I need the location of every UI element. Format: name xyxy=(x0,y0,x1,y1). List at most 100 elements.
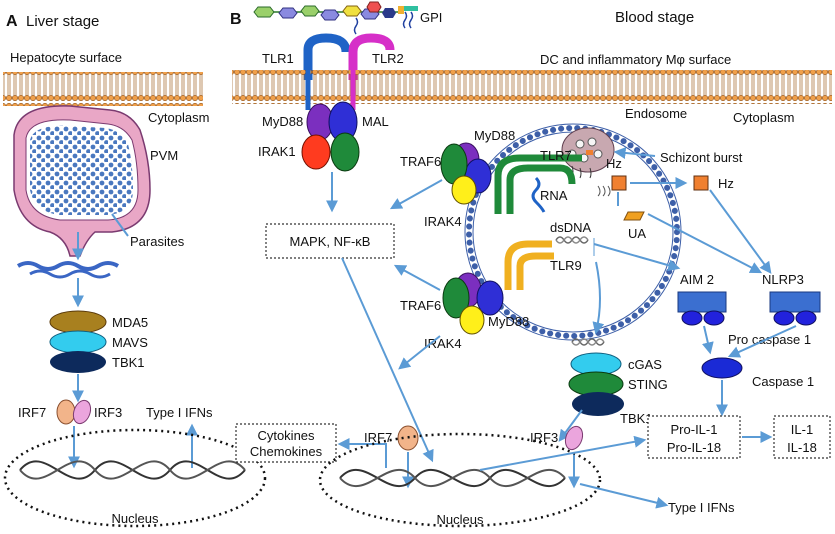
pvm-label: PVM xyxy=(150,148,178,163)
arrow-dsdna-to-aim2 xyxy=(593,243,681,272)
cytokines-box xyxy=(235,423,337,463)
tlr2-label: TLR2 xyxy=(372,51,404,66)
blood-irf3-shape xyxy=(564,425,584,451)
blood-nucleus-label: Nucleus xyxy=(437,512,484,527)
panel-b-letter: B xyxy=(230,11,242,28)
arrow-dsdna-to-cgas xyxy=(592,261,605,335)
arrow-schizont-pointer xyxy=(613,147,656,159)
nlrp3-shape xyxy=(769,291,821,313)
myd88-top-label: MyD88 xyxy=(474,128,515,143)
arrow-nucleus-to-cytokines xyxy=(337,438,387,468)
hz-crystal-inside xyxy=(611,175,627,191)
myd88-bottom-label: MyD88 xyxy=(488,314,529,329)
cytosolic-dsdna xyxy=(571,338,605,346)
cgas-label: cGAS xyxy=(628,357,662,372)
panel-a-letter: A xyxy=(6,13,18,30)
blood-tbk1-shape xyxy=(572,392,624,416)
il1-label: IL-1 xyxy=(791,422,813,437)
sting-label: STING xyxy=(628,377,668,392)
gpi-label: GPI xyxy=(420,10,442,25)
irak1-shape xyxy=(301,134,331,170)
il-box xyxy=(773,415,831,459)
caspase1-label: Caspase 1 xyxy=(752,374,814,389)
mapk-nfkb-box xyxy=(265,223,395,259)
gpi-anchor-glycan xyxy=(253,1,418,35)
parasite-rna-squiggles-2 xyxy=(29,269,111,279)
traf6-bottom-label: TRAF6 xyxy=(400,298,441,313)
dc-macrophage-surface-label: DC and inflammatory Mφ surface xyxy=(540,52,731,67)
liver-tbk1-label: TBK1 xyxy=(112,355,145,370)
irak4-top-label: IRAK4 xyxy=(424,214,462,229)
blood-irf3-label: IRF3 xyxy=(530,430,558,445)
liver-nucleus xyxy=(3,428,267,528)
blood-type1-ifns-label: Type I IFNs xyxy=(668,500,735,515)
tlr2-receptor xyxy=(348,33,395,80)
blood-tbk1-label: TBK1 xyxy=(620,411,653,426)
arrow-mapk-to-nucleus xyxy=(341,257,434,463)
aim2-asc-1 xyxy=(681,310,703,326)
pro-caspase-label: Pro caspase 1 xyxy=(728,332,811,347)
mda5-shape xyxy=(49,310,107,334)
hz-outside-label: Hz xyxy=(718,176,734,191)
endosome-label: Endosome xyxy=(625,106,687,121)
cytokines-label: Cytokines xyxy=(257,428,315,443)
arrow-ua-to-nlrp3 xyxy=(647,213,763,274)
hz-crystal-outside xyxy=(693,175,709,191)
mda5-label: MDA5 xyxy=(112,315,148,330)
liver-dna-helix xyxy=(19,460,246,480)
caspase1-shape xyxy=(701,357,743,379)
parasite-cluster xyxy=(30,125,133,215)
myd88-left-label: MyD88 xyxy=(262,114,303,129)
tlr7-receptor-2 xyxy=(506,164,576,214)
mavs-label: MAVS xyxy=(112,335,148,350)
nlrp3-asc-2 xyxy=(795,310,817,326)
liver-cytoplasm-label: Cytoplasm xyxy=(148,110,209,125)
traf6-top-label: TRAF6 xyxy=(400,154,441,169)
tlr9-receptor-2 xyxy=(516,252,554,290)
arrow-hz-to-nlrp3 xyxy=(709,189,772,274)
mapk-nfkb-label: MAPK, NF-κB xyxy=(290,234,371,249)
dna-fragment-top xyxy=(597,185,611,197)
uric-acid-shape xyxy=(623,211,645,221)
panel-b-title: Blood stage xyxy=(615,9,694,26)
rna-strand xyxy=(531,176,546,213)
traf6-bottom-shape xyxy=(442,277,470,319)
ua-label: UA xyxy=(628,226,646,241)
tlr7-label: TLR7 xyxy=(540,148,572,163)
tlr9-receptor xyxy=(504,240,552,290)
rna-label: RNA xyxy=(540,188,568,203)
liver-irf7-shape xyxy=(56,399,76,425)
irak4-top-shape xyxy=(451,175,477,205)
tlr7-receptor xyxy=(494,154,582,214)
adaptor-bottom-blue-shape xyxy=(476,280,504,316)
dsdna-label: dsDNA xyxy=(550,220,592,235)
hepatocyte-membrane xyxy=(3,72,203,106)
hz-inside-label: Hz xyxy=(606,156,622,171)
irak1-label: IRAK1 xyxy=(258,144,296,159)
liver-irf3-label: IRF3 xyxy=(94,405,122,420)
pro-il1-label: Pro-IL-1 xyxy=(671,422,718,437)
green-adaptor-left-shape xyxy=(330,132,360,172)
mavs-shape xyxy=(49,330,107,354)
arrow-tbk1-to-irf3 xyxy=(558,409,583,442)
liver-irf7-label: IRF7 xyxy=(18,405,46,420)
liver-irf3-shape xyxy=(72,399,92,425)
arrow-traf6-to-mapk xyxy=(389,179,443,210)
blood-nucleus xyxy=(318,432,602,528)
pro-il18-label: Pro-IL-18 xyxy=(667,440,721,455)
parasite-rna-squiggles xyxy=(16,261,120,271)
tlr9-label: TLR9 xyxy=(550,258,582,273)
tlr1-label: TLR1 xyxy=(262,51,294,66)
chemokines-label: Chemokines xyxy=(250,444,323,459)
dsdna-strand-2 xyxy=(555,236,589,244)
blood-dna-helix xyxy=(339,469,566,487)
arrow-nucleus-to-proil xyxy=(479,435,647,471)
aim2-asc-2 xyxy=(703,310,725,326)
arrow-nlrp3-to-caspase xyxy=(727,325,797,358)
tbk1-shape xyxy=(50,351,106,373)
nlrp3-label: NLRP3 xyxy=(762,272,804,287)
arrow-traf6b-to-mapk xyxy=(393,264,441,291)
parasites-label: Parasites xyxy=(130,234,185,249)
